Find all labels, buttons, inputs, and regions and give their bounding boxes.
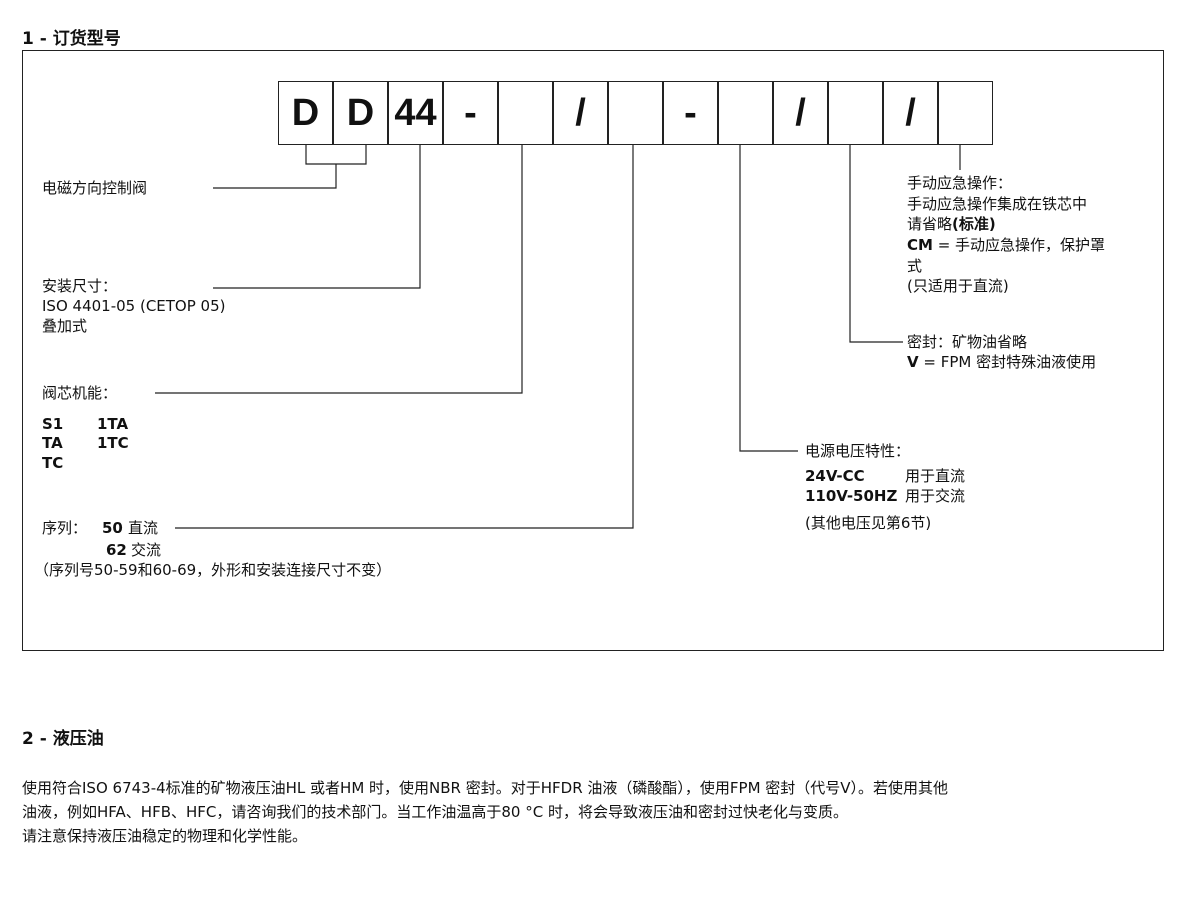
mount-type: 叠加式 <box>42 317 88 335</box>
voltage-desc-1: 用于直流 <box>905 467 966 485</box>
manual-line-2: 请省略(标准) <box>907 215 996 233</box>
code-cell-2: D <box>333 81 388 145</box>
code-cell-5 <box>498 81 553 145</box>
function-code: TA <box>42 434 63 452</box>
paragraph-line: 油液，例如HFA、HFB、HFC，请咨询我们的技术部门。当工作油温高于80 °C… <box>22 803 848 821</box>
ordering-code-frame <box>22 50 1164 651</box>
function-code: TC <box>42 454 64 472</box>
manual-title: 手动应急操作： <box>907 174 1013 192</box>
voltage-desc-2: 用于交流 <box>905 487 966 505</box>
manual-cm-option: CM = 手动应急操作，保护罩 <box>907 236 1106 254</box>
code-cell-6: / <box>553 81 608 145</box>
series-desc-2: 交流 <box>131 541 162 559</box>
section-1-title: 1 - 订货型号 <box>22 29 121 49</box>
seal-title: 密封：矿物油省略 <box>907 333 1028 351</box>
code-cell-1: D <box>278 81 333 145</box>
function-code: 1TA <box>97 415 129 433</box>
code-cell-10: / <box>773 81 828 145</box>
manual-line-5: (只适用于直流) <box>907 277 1009 295</box>
function-code: S1 <box>42 415 64 433</box>
code-cell-7 <box>608 81 663 145</box>
code-cell-12: / <box>883 81 938 145</box>
series-code-2: 62 <box>106 541 127 559</box>
function-code: 1TC <box>97 434 129 452</box>
hydraulic-fluid-text: 使用符合ISO 6743-4标准的矿物液压油HL 或者HM 时，使用NBR 密封… <box>22 776 1182 848</box>
leader-line-function <box>155 145 523 394</box>
code-cell-4: - <box>443 81 498 145</box>
manual-line-1: 手动应急操作集成在铁芯中 <box>907 195 1088 213</box>
voltage-title: 电源电压特性： <box>805 442 911 460</box>
leader-line-seal <box>849 145 903 343</box>
voltage-note: (其他电压见第6节) <box>805 514 932 532</box>
series-note: （序列号50-59和60-69，外形和安装连接尺寸不变） <box>34 561 392 579</box>
leader-line-series <box>175 145 634 529</box>
code-cell-11 <box>828 81 883 145</box>
series-label: 序列： <box>42 519 88 537</box>
leader-line-valve <box>305 145 367 165</box>
manual-line-4: 式 <box>907 257 923 275</box>
valve-label: 电磁方向控制阀 <box>42 179 148 197</box>
section-2-title: 2 - 液压油 <box>22 729 104 749</box>
series-code-1: 50 <box>102 519 123 537</box>
voltage-code-2: 110V-50HZ <box>805 487 898 505</box>
code-cell-8: - <box>663 81 718 145</box>
paragraph-line: 请注意保持液压油稳定的物理和化学性能。 <box>22 827 308 845</box>
seal-v-option: V = FPM 密封特殊油液使用 <box>907 353 1097 371</box>
code-cell-9 <box>718 81 773 145</box>
function-title: 阀芯机能： <box>42 384 118 402</box>
code-cell-13 <box>938 81 993 145</box>
leader-line-mount <box>213 145 421 289</box>
code-cell-3: 44 <box>388 81 443 145</box>
mount-title: 安装尺寸： <box>42 277 118 295</box>
leader-line-voltage <box>739 145 798 452</box>
voltage-code-1: 24V-CC <box>805 467 865 485</box>
series-desc-1: 直流 <box>128 519 159 537</box>
mount-standard: ISO 4401-05 (CETOP 05) <box>42 297 226 315</box>
paragraph-line: 使用符合ISO 6743-4标准的矿物液压油HL 或者HM 时，使用NBR 密封… <box>22 779 949 797</box>
